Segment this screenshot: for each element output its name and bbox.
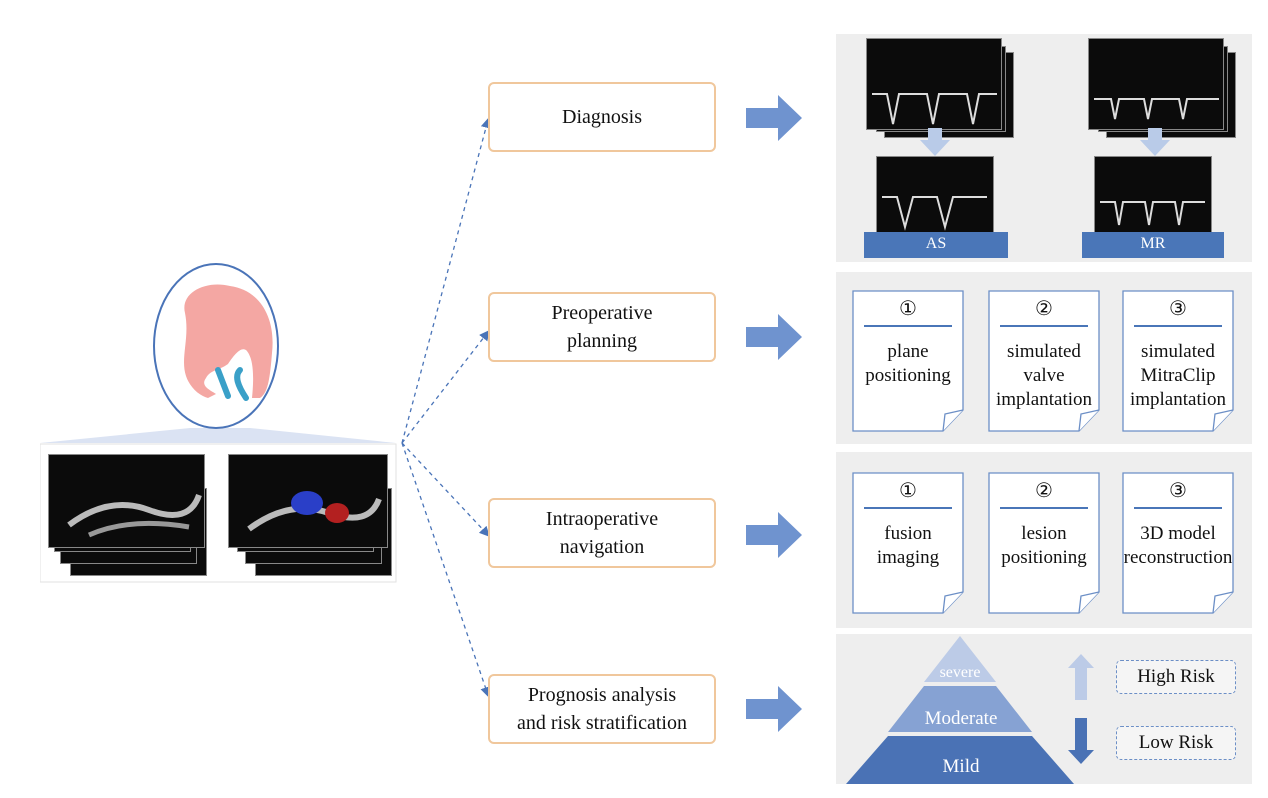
stage-prognosis: Prognosis analysis and risk stratificati… (488, 674, 716, 744)
doppler-as-result (876, 156, 994, 234)
stage-intraoperative-navigation: Intraoperative navigation (488, 498, 716, 568)
low-risk-label: Low Risk (1116, 726, 1236, 760)
pyramid-level-moderate: Moderate (924, 708, 998, 729)
step-number: ① (899, 480, 917, 502)
high-risk-label: High Risk (1116, 660, 1236, 694)
planning-step-card: ③ simulated MitraClip implantation (1122, 290, 1234, 432)
planning-panel: ① plane positioning ② simulated valve im… (836, 272, 1252, 444)
arrow-down-icon (920, 128, 950, 156)
pyramid-level-severe: severe (939, 664, 981, 681)
step-text: simulated valve implantation (995, 341, 1093, 410)
stage-planning-label: Preoperative planning (551, 302, 653, 352)
risk-pyramid (846, 636, 1074, 784)
as-label-bar: AS (864, 232, 1008, 258)
arrow-up-icon (1068, 654, 1094, 700)
stage-preoperative-planning: Preoperative planning (488, 292, 716, 362)
navigation-panel: ① fusion imaging ② lesion positioning ③ … (836, 452, 1252, 628)
step-text: plane positioning (865, 341, 951, 386)
step-number: ① (899, 298, 917, 320)
navigation-step-card: ② lesion positioning (988, 472, 1100, 614)
arrow-right-icon (746, 314, 802, 360)
step-text: fusion imaging (876, 523, 940, 568)
diagnosis-panel: AS MR (836, 34, 1252, 262)
navigation-step-card: ③ 3D model reconstruction (1122, 472, 1234, 614)
echo-image-color (228, 454, 388, 548)
planning-step-card: ② simulated valve implantation (988, 290, 1100, 432)
navigation-step-card: ① fusion imaging (852, 472, 964, 614)
step-text: 3D model reconstruction (1123, 523, 1233, 568)
stage-diagnosis: Diagnosis (488, 82, 716, 152)
mr-label-bar: MR (1082, 232, 1224, 258)
doppler-mr-result (1094, 156, 1212, 234)
planning-step-card: ① plane positioning (852, 290, 964, 432)
doppler-as-stack (866, 38, 1002, 130)
arrow-down-icon (1068, 718, 1094, 764)
step-text: lesion positioning (1001, 523, 1087, 568)
arrow-down-icon (1140, 128, 1170, 156)
step-number: ② (1035, 298, 1053, 320)
stage-diagnosis-label: Diagnosis (562, 106, 642, 128)
step-number: ③ (1169, 480, 1187, 502)
heart-source-group (39, 258, 400, 583)
doppler-mr-stack (1088, 38, 1224, 130)
step-text: simulated MitraClip implantation (1129, 341, 1227, 410)
echo-image-bw (48, 454, 205, 548)
arrow-right-icon (746, 95, 802, 141)
branch-connectors (401, 117, 492, 698)
stage-navigation-label: Intraoperative navigation (545, 508, 659, 558)
arrow-right-icon (746, 686, 802, 732)
pyramid-level-mild: Mild (942, 756, 980, 777)
arrow-right-icon (746, 512, 802, 558)
step-number: ② (1035, 480, 1053, 502)
stage-prognosis-label: Prognosis analysis and risk stratificati… (517, 684, 687, 734)
prognosis-panel: severe Moderate Mild High Risk Low Risk (836, 634, 1252, 784)
step-number: ③ (1169, 298, 1187, 320)
